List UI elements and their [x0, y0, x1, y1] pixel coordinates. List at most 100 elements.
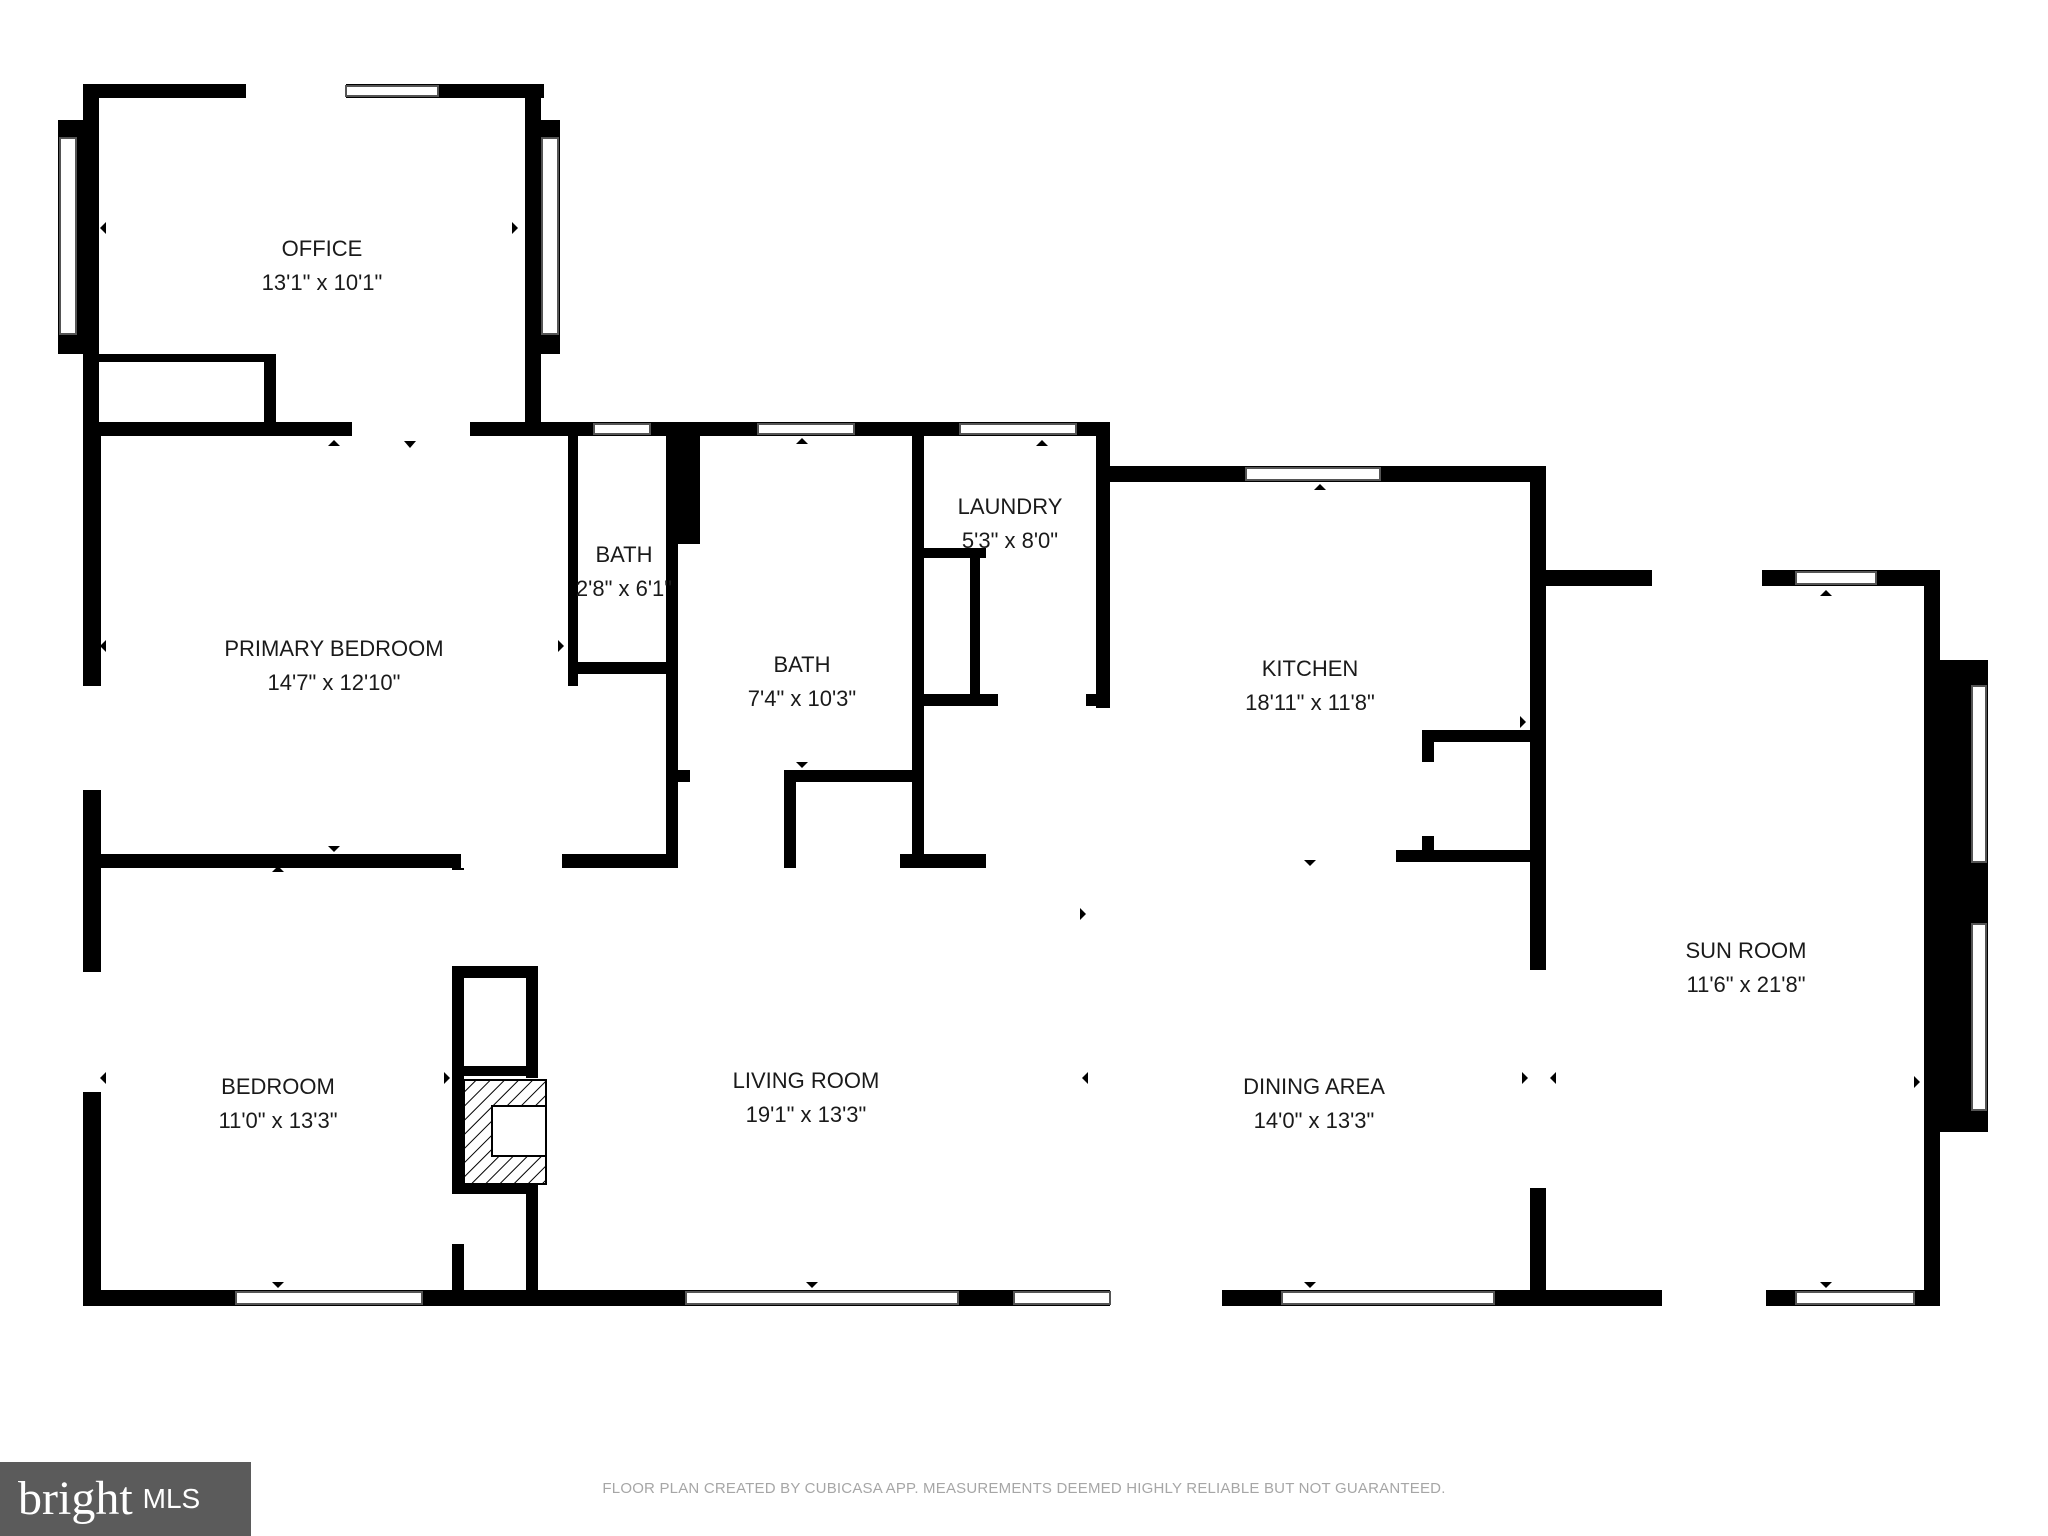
- room-dims-bath-small: 2'8" x 6'1": [576, 576, 672, 601]
- wall-sunroom-bay-mid: [1924, 870, 1988, 912]
- marker: [328, 440, 340, 446]
- marker: [1304, 1282, 1316, 1288]
- room-name-primary-bedroom: PRIMARY BEDROOM: [224, 636, 443, 661]
- marker: [1080, 908, 1086, 920]
- room-dims-kitchen: 18'11" x 11'8": [1245, 690, 1375, 715]
- room-dims-bedroom: 11'0" x 13'3": [218, 1108, 337, 1133]
- room-name-sun-room: SUN ROOM: [1686, 938, 1807, 963]
- logo-suffix: MLS: [142, 1483, 201, 1514]
- bright-mls-logo: bright MLS: [0, 1462, 251, 1536]
- wall-laundry-bottom: [924, 694, 998, 706]
- bath-small-door: [568, 686, 578, 854]
- dimension-markers: [100, 222, 1920, 1288]
- window-laundry: [959, 423, 1077, 435]
- logo-wordmark: bright: [18, 1472, 133, 1525]
- marker: [1036, 440, 1048, 446]
- bottom-opening-1: [1110, 1290, 1222, 1306]
- room-dims-dining-area: 14'0" x 13'3": [1254, 1108, 1375, 1133]
- wall-fireplace-box-top: [452, 966, 538, 978]
- bath-door: [690, 770, 784, 782]
- marker: [100, 1072, 106, 1084]
- window-living-bottom: [685, 1291, 959, 1305]
- room-name-bath-small: BATH: [595, 542, 652, 567]
- wall-bedroom-right3: [452, 1244, 464, 1296]
- window-sunroom-top: [1795, 571, 1877, 585]
- room-name-kitchen: KITCHEN: [1262, 656, 1359, 681]
- kitchen-pantry-door: [1422, 762, 1434, 836]
- marker: [796, 438, 808, 444]
- wall-kitchen-pantry-side: [1422, 730, 1434, 762]
- wall-fireplace-lower-top: [452, 1184, 538, 1194]
- window-bedroom-bottom: [235, 1291, 423, 1305]
- marker: [328, 846, 340, 852]
- marker: [100, 222, 106, 234]
- wall-primary-bottom: [101, 854, 461, 868]
- room-dims-primary-bedroom: 14'7" x 12'10": [268, 670, 401, 695]
- marker: [558, 640, 564, 652]
- wall-primary-bottom-right: [562, 854, 678, 868]
- wall-office-closet-side: [264, 354, 276, 430]
- marker: [512, 222, 518, 234]
- wall-fireplace-box-bottom: [452, 1066, 538, 1076]
- wall-kitchen-right-low: [1530, 1188, 1546, 1306]
- window-dining-bottom: [1281, 1291, 1495, 1305]
- wall-bedroom-right2: [452, 966, 464, 1192]
- openings: [83, 84, 1766, 1306]
- room-dims-office: 13'1" x 10'1": [262, 270, 383, 295]
- window-kitchen: [1245, 467, 1381, 481]
- window-office-top: [345, 85, 439, 97]
- room-name-laundry: LAUNDRY: [958, 494, 1063, 519]
- room-dims-sun-room: 11'6" x 21'8": [1686, 972, 1805, 997]
- window-bath: [757, 423, 855, 435]
- marker: [444, 1072, 450, 1084]
- wall-bath-closet-bottom-r: [900, 854, 986, 868]
- floor-plan-disclaimer: FLOOR PLAN CREATED BY CUBICASA APP. MEAS…: [602, 1480, 1446, 1497]
- wall-laundry-bottom-r: [1086, 694, 1110, 706]
- laundry-door: [998, 694, 1086, 706]
- marker: [404, 441, 416, 448]
- window-sunroom-bay-lower: [1971, 923, 1987, 1111]
- wall-bath-bottom: [784, 770, 924, 782]
- marker: [1082, 1072, 1088, 1084]
- window-office-left: [59, 137, 77, 335]
- room-name-living-room: LIVING ROOM: [733, 1068, 880, 1093]
- room-dims-bath: 7'4" x 10'3": [748, 686, 856, 711]
- bath-closet-bottom-opening: [796, 854, 900, 868]
- room-name-bath: BATH: [773, 652, 830, 677]
- sunroom-top-opening: [1652, 570, 1762, 586]
- window-bath-small: [593, 423, 651, 435]
- room-dims-living-room: 19'1" x 13'3": [746, 1102, 867, 1127]
- wall-primary-top: [83, 422, 358, 436]
- marker: [796, 762, 808, 768]
- wall-kitchen-right: [1530, 466, 1546, 970]
- room-dims-laundry: 5'3" x 8'0": [962, 528, 1058, 553]
- wall-primary-bath-1: [568, 436, 578, 686]
- wall-laundry-right: [1096, 422, 1110, 708]
- wall-office-closet-top: [99, 354, 276, 362]
- kitchen-right-opening: [1530, 970, 1546, 1188]
- bedroom-left-window-gap: [83, 972, 101, 1092]
- window-sunroom-bay-upper: [1971, 685, 1987, 863]
- marker: [272, 1282, 284, 1288]
- bottom-opening-2: [1662, 1290, 1766, 1306]
- marker: [100, 640, 106, 652]
- marker: [272, 866, 284, 872]
- room-name-office: OFFICE: [282, 236, 363, 261]
- marker: [1820, 590, 1832, 596]
- room-name-bedroom: BEDROOM: [221, 1074, 335, 1099]
- bedroom-door2: [452, 1194, 464, 1244]
- office-top-opening: [246, 84, 346, 98]
- marker: [1520, 716, 1526, 728]
- office-door: [352, 390, 468, 436]
- primary-door: [462, 854, 562, 868]
- wall-bath-closet-left: [784, 770, 796, 868]
- wall-bath-bottom-left: [678, 770, 690, 782]
- window-office-right: [541, 137, 559, 335]
- room-labels: OFFICE 13'1" x 10'1" PRIMARY BEDROOM 14'…: [218, 236, 1806, 1133]
- wall-laundry-inner-side: [970, 548, 980, 694]
- window-living-bottom-2: [1013, 1291, 1111, 1305]
- primary-left-window-gap: [83, 686, 101, 790]
- wall-fireplace-box-right: [526, 966, 538, 1078]
- wall-bath-small-mid: [578, 662, 672, 674]
